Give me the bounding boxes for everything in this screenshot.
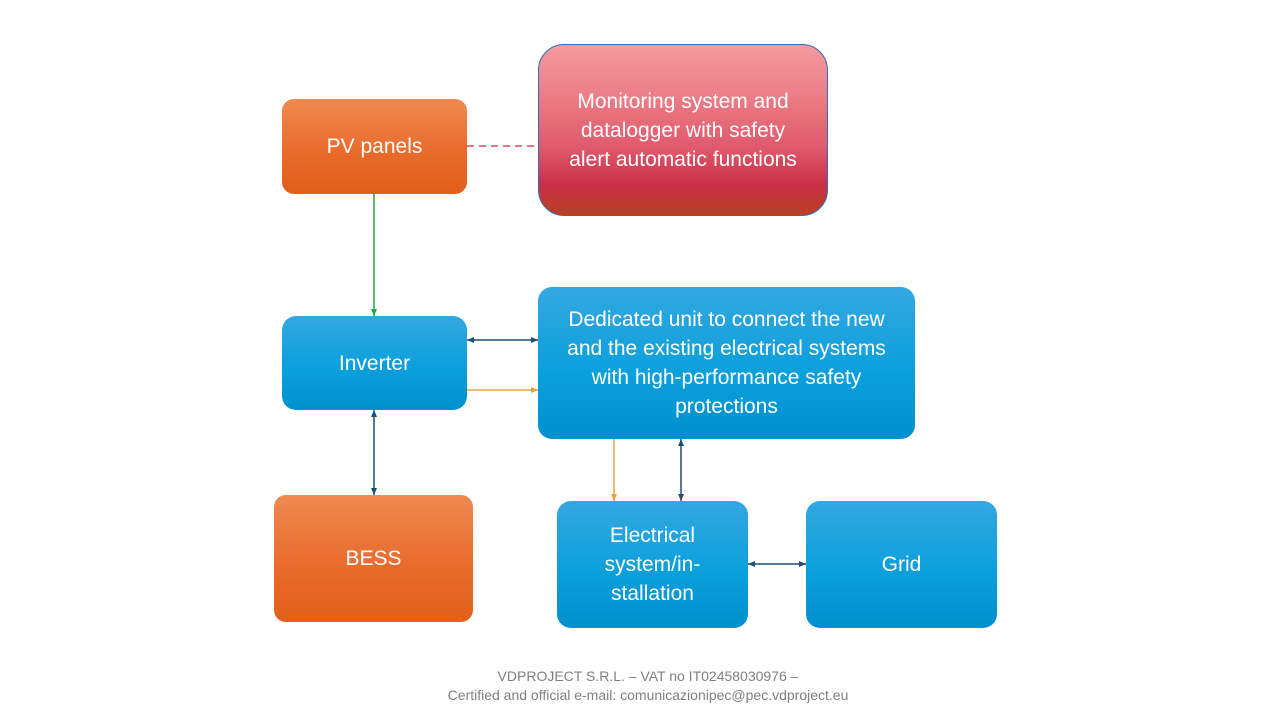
- footer-company-line: VDPROJECT S.R.L. – VAT no IT02458030976 …: [497, 668, 799, 684]
- node-dedicated-unit: Dedicated unit to connect the new and th…: [538, 287, 915, 439]
- footer-email-line: Certified and official e-mail: comunicaz…: [447, 687, 849, 703]
- node-electrical-system-label: Electrical system/in-stallation: [604, 524, 701, 605]
- node-pv-panels: PV panels: [282, 99, 467, 194]
- node-bess-label: BESS: [345, 547, 402, 570]
- node-monitoring-system-label: Monitoring system and datalogger with sa…: [569, 89, 797, 171]
- node-dedicated-unit-label: Dedicated unit to connect the new and th…: [567, 308, 886, 418]
- node-monitoring-system: Monitoring system and datalogger with sa…: [538, 44, 828, 216]
- node-inverter-label: Inverter: [338, 351, 411, 375]
- node-grid: Grid: [806, 501, 997, 628]
- node-pv-panels-label: PV panels: [326, 135, 423, 158]
- node-electrical-system: Electrical system/in-stallation: [557, 501, 748, 628]
- node-inverter: Inverter: [282, 316, 467, 410]
- node-grid-label: Grid: [881, 553, 922, 576]
- node-bess: BESS: [274, 495, 473, 622]
